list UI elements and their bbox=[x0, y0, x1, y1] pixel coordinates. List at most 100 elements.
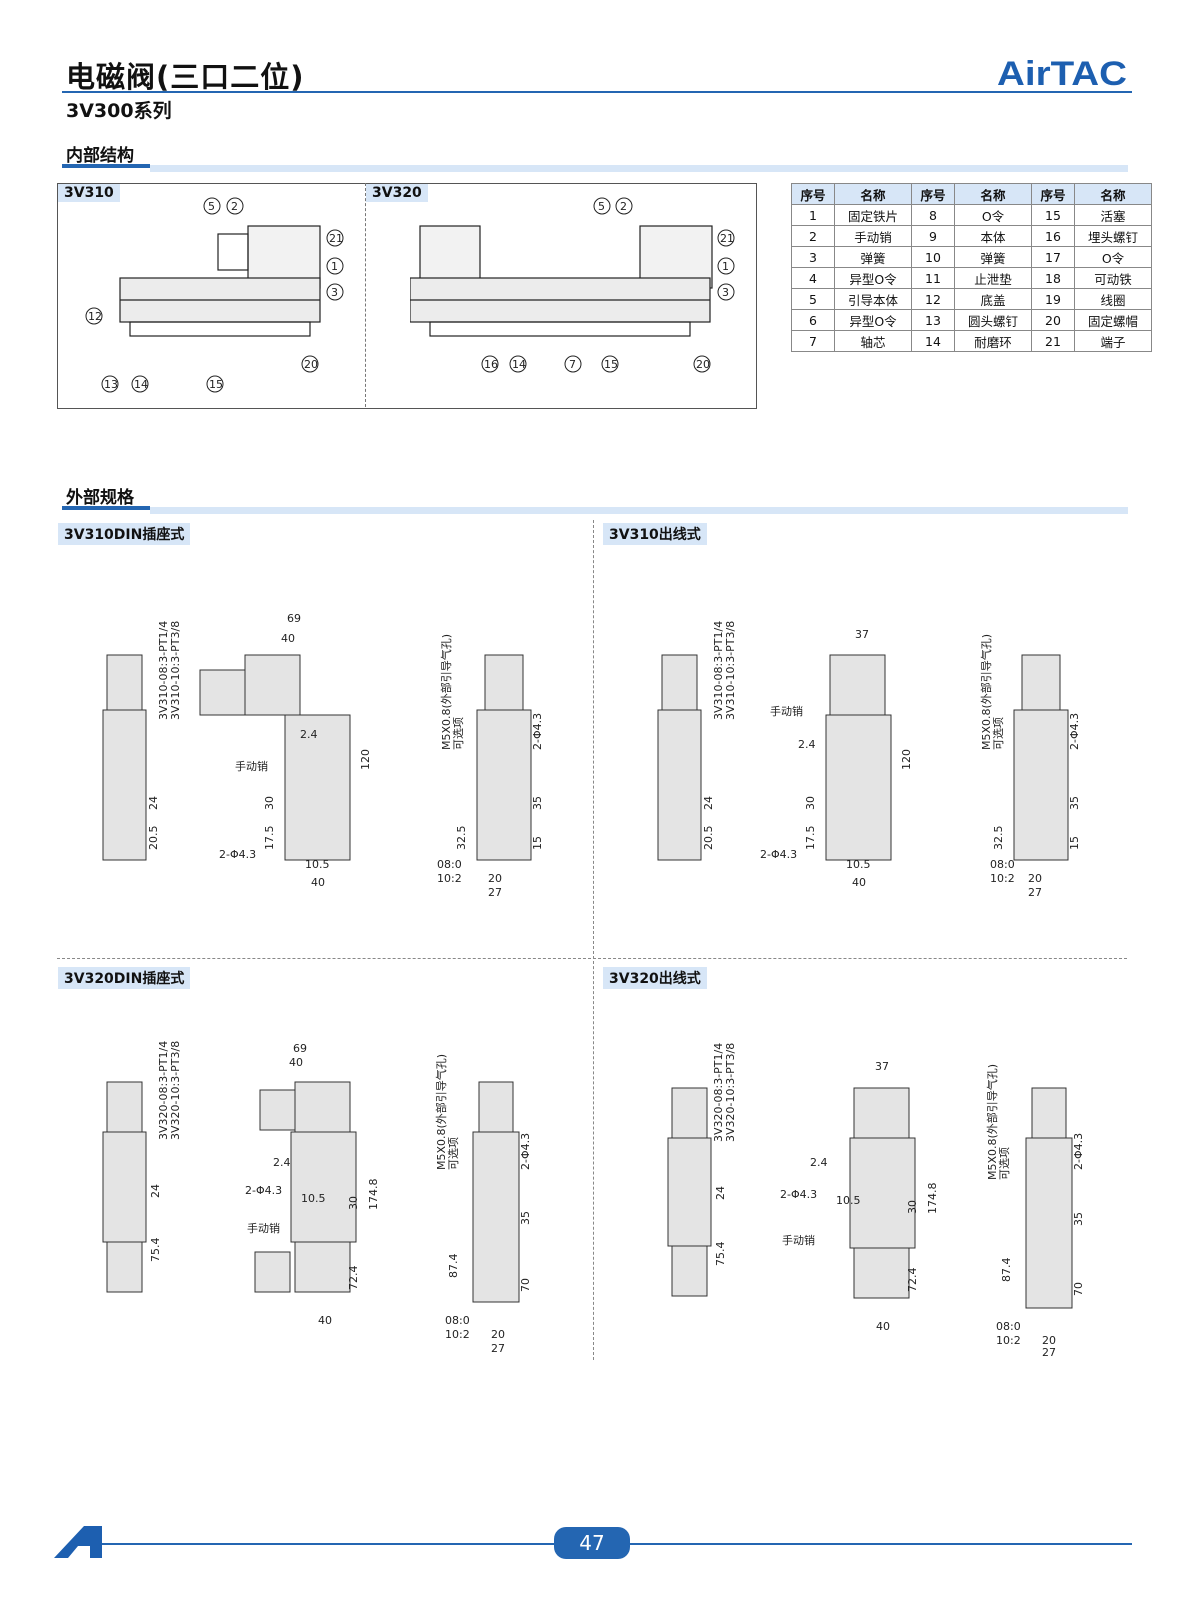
panel-label-3v320-din: 3V320DIN插座式 bbox=[58, 967, 191, 989]
svg-text:40: 40 bbox=[311, 876, 325, 889]
panel-label-3v310-wire: 3V310出线式 bbox=[603, 523, 707, 545]
svg-text:10:2: 10:2 bbox=[437, 872, 462, 885]
svg-text:3: 3 bbox=[331, 286, 338, 299]
svg-text:21: 21 bbox=[329, 232, 343, 245]
svg-text:2: 2 bbox=[231, 200, 238, 213]
svg-text:5: 5 bbox=[208, 200, 215, 213]
svg-text:2-Φ4.3: 2-Φ4.3 bbox=[1068, 713, 1081, 750]
svg-text:10:2: 10:2 bbox=[996, 1334, 1021, 1347]
svg-text:27: 27 bbox=[491, 1342, 505, 1355]
svg-text:40: 40 bbox=[289, 1056, 303, 1069]
svg-text:24: 24 bbox=[702, 796, 715, 810]
airtac-a-icon bbox=[54, 1526, 102, 1558]
svg-text:15: 15 bbox=[1068, 836, 1081, 850]
table-header-row: 序号 名称 序号 名称 序号 名称 bbox=[791, 183, 1152, 205]
svg-text:可选项: 可选项 bbox=[992, 717, 1005, 750]
svg-text:20: 20 bbox=[1028, 872, 1042, 885]
svg-text:20.5: 20.5 bbox=[147, 826, 160, 851]
svg-text:1: 1 bbox=[331, 260, 338, 273]
svg-text:2.4: 2.4 bbox=[810, 1156, 828, 1169]
svg-text:7: 7 bbox=[569, 358, 576, 371]
svg-text:40: 40 bbox=[318, 1314, 332, 1327]
page-number: 47 bbox=[554, 1527, 630, 1559]
header-cell: 名称 bbox=[954, 183, 1032, 205]
svg-text:30: 30 bbox=[906, 1200, 919, 1214]
svg-text:120: 120 bbox=[900, 749, 913, 770]
svg-text:可选项: 可选项 bbox=[452, 717, 465, 750]
section-bar bbox=[150, 507, 1128, 514]
svg-text:5: 5 bbox=[598, 200, 605, 213]
section-underline bbox=[62, 164, 150, 168]
svg-text:75.4: 75.4 bbox=[714, 1242, 727, 1267]
svg-text:2-Φ4.3: 2-Φ4.3 bbox=[519, 1133, 532, 1170]
svg-text:27: 27 bbox=[1028, 886, 1042, 899]
svg-text:20: 20 bbox=[304, 358, 318, 371]
svg-text:2-Φ4.3: 2-Φ4.3 bbox=[219, 848, 256, 861]
header-cell: 序号 bbox=[911, 183, 955, 205]
svg-text:32.5: 32.5 bbox=[455, 826, 468, 851]
svg-text:2-Φ4.3: 2-Φ4.3 bbox=[1072, 1133, 1085, 1170]
panel-divider-v bbox=[593, 520, 594, 1360]
svg-text:87.4: 87.4 bbox=[1000, 1258, 1013, 1283]
section-bar bbox=[150, 165, 1128, 172]
svg-text:2-Φ4.3: 2-Φ4.3 bbox=[531, 713, 544, 750]
panel-label-3v320-wire: 3V320出线式 bbox=[603, 967, 707, 989]
header-cell: 序号 bbox=[1031, 183, 1075, 205]
svg-text:72.4: 72.4 bbox=[347, 1266, 360, 1291]
svg-text:15: 15 bbox=[531, 836, 544, 850]
drawing-3v310-wire: 37 手动销 2.4 2-Φ4.3 10.5 40 08:0 10:2 20 2… bbox=[657, 621, 1081, 899]
svg-text:10.5: 10.5 bbox=[305, 858, 330, 871]
svg-text:174.8: 174.8 bbox=[926, 1183, 939, 1215]
svg-text:3V320-08:3-PT1/4: 3V320-08:3-PT1/4 bbox=[712, 1043, 725, 1142]
svg-text:120: 120 bbox=[359, 749, 372, 770]
svg-text:3V310-10:3-PT3/8: 3V310-10:3-PT3/8 bbox=[724, 621, 737, 720]
svg-text:3: 3 bbox=[722, 286, 729, 299]
svg-text:3V320-10:3-PT3/8: 3V320-10:3-PT3/8 bbox=[724, 1043, 737, 1142]
svg-text:24: 24 bbox=[149, 1184, 162, 1198]
section-external: 外部规格 bbox=[66, 488, 134, 508]
header-cell: 名称 bbox=[834, 183, 912, 205]
svg-text:可选项: 可选项 bbox=[447, 1137, 460, 1170]
svg-text:30: 30 bbox=[804, 796, 817, 810]
drawing-3v320-wire: 37 2.4 2-Φ4.3 10.5 手动销 40 08:0 10:2 20 2… bbox=[667, 1043, 1085, 1359]
svg-text:手动销: 手动销 bbox=[770, 704, 803, 718]
svg-text:3V310-08:3-PT1/4: 3V310-08:3-PT1/4 bbox=[157, 621, 170, 720]
svg-text:20: 20 bbox=[491, 1328, 505, 1341]
svg-text:72.4: 72.4 bbox=[906, 1268, 919, 1293]
svg-text:20: 20 bbox=[696, 358, 710, 371]
svg-text:2.4: 2.4 bbox=[273, 1156, 291, 1169]
svg-text:70: 70 bbox=[1072, 1282, 1085, 1296]
svg-text:10:2: 10:2 bbox=[990, 872, 1015, 885]
svg-text:24: 24 bbox=[714, 1186, 727, 1200]
svg-text:2.4: 2.4 bbox=[300, 728, 318, 741]
svg-text:2: 2 bbox=[620, 200, 627, 213]
drawing-3v320-din: 69 40 2.4 2-Φ4.3 10.5 手动销 40 08:0 10:2 2… bbox=[102, 1041, 532, 1355]
svg-text:27: 27 bbox=[1042, 1346, 1056, 1359]
label-3v310: 3V310 bbox=[58, 184, 120, 202]
svg-text:08:0: 08:0 bbox=[990, 858, 1015, 871]
drawing-3v310-din: 69 40 2.4 手动销 2-Φ4.3 10.5 40 08:0 10:2 2… bbox=[102, 612, 544, 899]
svg-text:手动销: 手动销 bbox=[247, 1221, 280, 1235]
svg-text:08:0: 08:0 bbox=[445, 1314, 470, 1327]
svg-text:21: 21 bbox=[720, 232, 734, 245]
svg-text:15: 15 bbox=[604, 358, 618, 371]
svg-text:30: 30 bbox=[263, 796, 276, 810]
svg-text:27: 27 bbox=[488, 886, 502, 899]
svg-text:69: 69 bbox=[293, 1042, 307, 1055]
page-title: 电磁阀(三口二位) bbox=[66, 60, 305, 94]
internal-structure-box bbox=[57, 183, 757, 409]
airtac-logo: AirTAC bbox=[995, 54, 1130, 90]
svg-text:20: 20 bbox=[488, 872, 502, 885]
svg-text:2.4: 2.4 bbox=[798, 738, 816, 751]
svg-text:3V320-10:3-PT3/8: 3V320-10:3-PT3/8 bbox=[169, 1041, 182, 1140]
svg-text:75.4: 75.4 bbox=[149, 1238, 162, 1263]
svg-text:32.5: 32.5 bbox=[992, 826, 1005, 851]
svg-text:M5X0.8(外部引导气孔): M5X0.8(外部引导气孔) bbox=[434, 1054, 448, 1170]
section-internal: 内部结构 bbox=[66, 146, 134, 166]
svg-text:69: 69 bbox=[287, 612, 301, 625]
svg-text:40: 40 bbox=[281, 632, 295, 645]
header-rule bbox=[62, 91, 1132, 93]
svg-text:2-Φ4.3: 2-Φ4.3 bbox=[780, 1188, 817, 1201]
